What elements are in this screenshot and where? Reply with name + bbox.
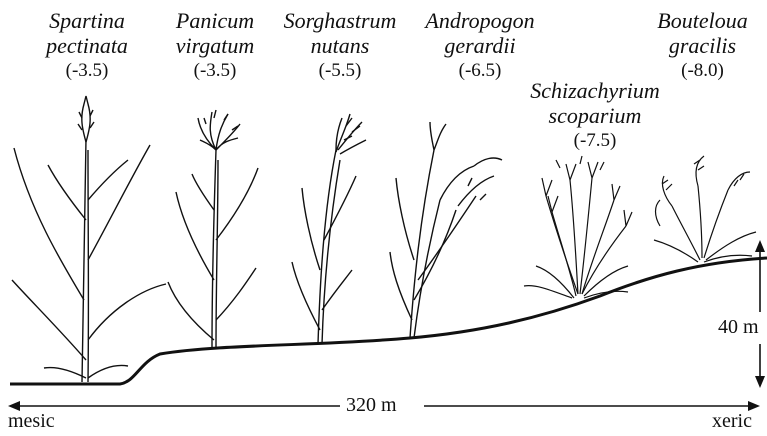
mesic-label: mesic	[8, 410, 55, 433]
epithet-name: gerardii	[400, 33, 560, 58]
elevation-label: 40 m	[714, 316, 763, 339]
plant-sorghastrum-nutans	[292, 114, 366, 344]
genus-name: Sorghastrum	[260, 8, 420, 33]
epithet-name: gracilis	[640, 33, 765, 58]
plant-spartina-pectinata	[12, 96, 166, 382]
elevation-arrow	[755, 240, 765, 388]
genus-name: Andropogon	[400, 8, 560, 33]
species-value: (-7.5)	[510, 128, 680, 153]
species-value: (-8.0)	[640, 58, 765, 83]
plant-schizachyrium-scoparium	[524, 156, 632, 298]
species-label-bouteloua-gracilis: Bouteloua gracilis (-8.0)	[640, 8, 765, 83]
genus-name: Bouteloua	[640, 8, 765, 33]
distance-label: 320 m	[342, 394, 401, 417]
plant-panicum-virgatum	[168, 110, 258, 348]
species-label-sorghastrum-nutans: Sorghastrum nutans (-5.5)	[260, 8, 420, 83]
species-label-schizachyrium-scoparium: Schizachyrium scoparium (-7.5)	[510, 78, 680, 153]
plant-andropogon-gerardii	[390, 122, 502, 338]
plant-bouteloua-gracilis	[654, 156, 756, 262]
xeric-label: xeric	[712, 410, 752, 433]
epithet-name: nutans	[260, 33, 420, 58]
species-label-andropogon-gerardii: Andropogon gerardii (-6.5)	[400, 8, 560, 83]
epithet-name: scoparium	[510, 103, 680, 128]
species-value: (-5.5)	[260, 58, 420, 83]
